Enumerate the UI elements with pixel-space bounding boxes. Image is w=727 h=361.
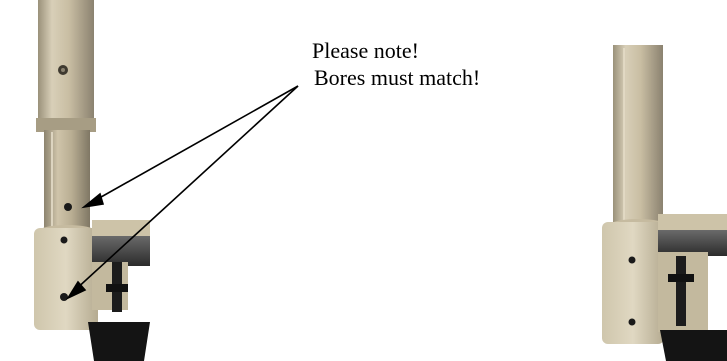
annotation-arrows — [65, 85, 299, 300]
note-bores-must-match: Bores must match! — [314, 65, 481, 90]
clamp-arm-top — [92, 220, 150, 236]
arrow-head-lower — [65, 280, 87, 300]
right-clamp-block — [602, 222, 664, 344]
right-lower-hole — [628, 318, 636, 326]
right-tube — [613, 45, 663, 240]
right-clamp-knob-icon — [660, 330, 727, 361]
desk-plate — [92, 236, 150, 266]
right-desk-plate — [658, 230, 727, 256]
inner-tube — [44, 130, 90, 230]
left-pole-assembly — [34, 0, 150, 361]
clamp-block — [34, 228, 98, 330]
right-upper-hole — [628, 256, 636, 264]
upper-bore-hole — [64, 203, 72, 211]
arrow-upper — [93, 85, 299, 202]
lower-bore-hole — [60, 293, 68, 301]
upper-tube — [38, 0, 94, 125]
tube-collar — [36, 118, 96, 132]
right-pole-assembly — [602, 45, 727, 361]
note-please-note: Please note! — [312, 38, 419, 63]
arrow-head-upper — [81, 192, 105, 209]
clamp-knob-icon — [88, 322, 150, 361]
arrow-lower — [73, 85, 299, 292]
